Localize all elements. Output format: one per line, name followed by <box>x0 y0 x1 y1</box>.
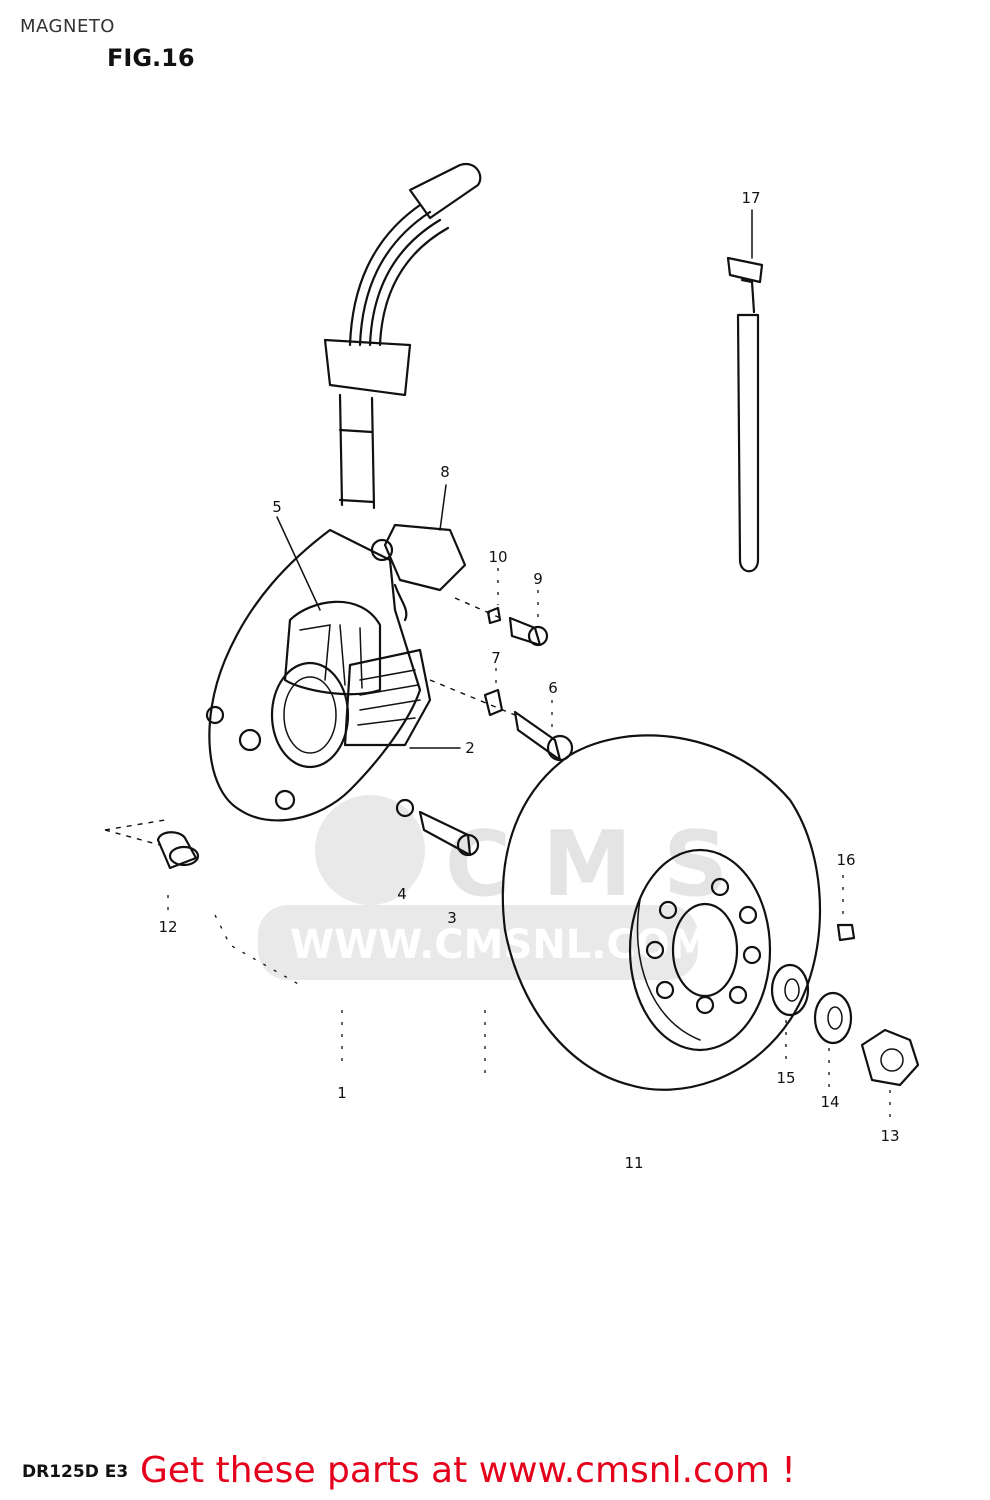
washer-7 <box>483 688 504 717</box>
wiring-harness <box>323 162 482 510</box>
page-title: MAGNETO <box>20 16 115 37</box>
callout-17: 17 <box>741 189 761 207</box>
pickup-coil <box>370 523 467 622</box>
figure-label: FIG.16 <box>107 44 195 72</box>
callout-8: 8 <box>440 463 450 481</box>
svg-text:C M S: C M S <box>445 812 728 917</box>
callout-5: 5 <box>272 498 282 516</box>
model-code: DR125D E3 <box>22 1462 129 1482</box>
callout-4: 4 <box>397 885 407 903</box>
callout-3: 3 <box>447 909 457 927</box>
callout-11: 11 <box>624 1154 644 1172</box>
callout-1: 1 <box>337 1084 347 1102</box>
stator-base-plate <box>205 528 422 822</box>
callout-7: 7 <box>491 649 501 667</box>
leader-lines <box>104 209 891 1118</box>
coil <box>343 648 432 747</box>
callout-6: 6 <box>548 679 558 697</box>
screw-12 <box>156 831 200 870</box>
callout-2: 2 <box>465 739 475 757</box>
screw-3 <box>418 810 480 857</box>
flywheel-rotor <box>501 734 822 1091</box>
callout-10: 10 <box>488 548 508 566</box>
rotor-holder-tool <box>726 256 764 573</box>
key-16 <box>836 923 856 942</box>
callout-9: 9 <box>533 570 543 588</box>
nut-13 <box>860 1028 920 1087</box>
washer-4 <box>395 798 415 818</box>
callout-12: 12 <box>158 918 178 936</box>
watermark-logo: C M S WWW.CMSNL.COM <box>258 795 728 980</box>
screw-6 <box>513 710 574 762</box>
screw-9 <box>508 616 549 647</box>
promo-link[interactable]: Get these parts at www.cmsnl.com ! <box>140 1450 796 1491</box>
callout-14: 14 <box>820 1093 840 1111</box>
washer-15 <box>770 963 810 1017</box>
callout-16: 16 <box>836 851 856 869</box>
washer-10 <box>486 606 502 625</box>
svg-text:WWW.CMSNL.COM: WWW.CMSNL.COM <box>290 922 710 968</box>
callout-15: 15 <box>776 1069 796 1087</box>
lock-washer-14 <box>813 991 853 1045</box>
callout-13: 13 <box>880 1127 900 1145</box>
